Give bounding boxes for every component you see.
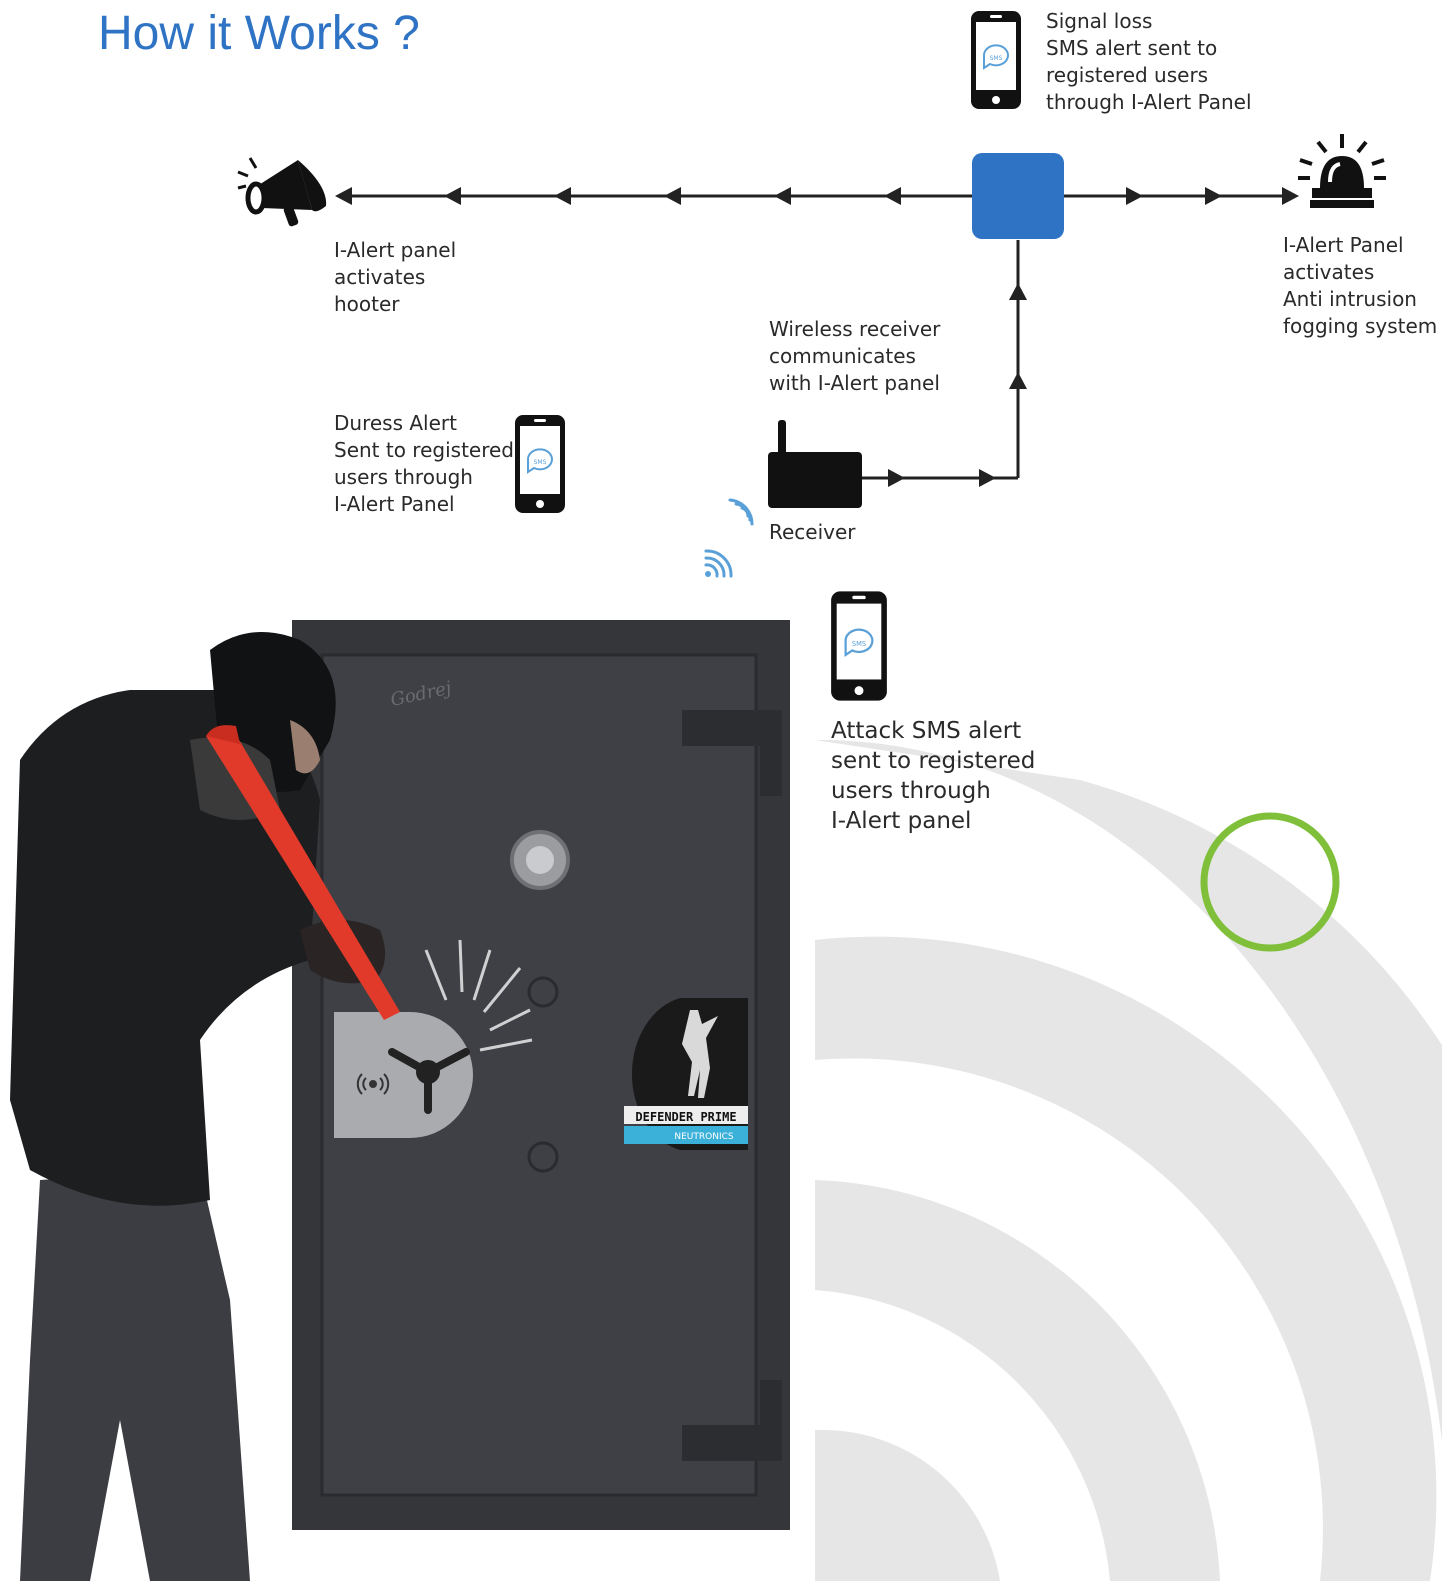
arrow-left (554, 187, 571, 205)
badge-subtitle: NEUTRONICS (674, 1132, 734, 1142)
megaphone-icon (237, 157, 327, 227)
signal-arc-1 (815, 936, 1437, 1581)
svg-text:SMS: SMS (534, 459, 547, 466)
intruder-figure (10, 632, 400, 1581)
wifi-icon (704, 549, 733, 578)
caption-fogging: I-Alert Panel activates Anti intrusion f… (1283, 233, 1438, 338)
arrow-right (1126, 187, 1143, 205)
safe-handle-plate (334, 1012, 473, 1138)
arrow-right (1282, 187, 1299, 205)
page-title: How it Works ? (98, 7, 420, 60)
arrow-left (774, 187, 791, 205)
phone-icon: SMS (515, 415, 565, 513)
warrior-figure (682, 1010, 718, 1098)
arrow-up (1009, 283, 1027, 300)
badge-title: DEFENDER PRIME (635, 1110, 736, 1124)
arrow-right (888, 469, 905, 487)
safe-keyhole (527, 976, 559, 1008)
safe-keyhole (527, 1141, 559, 1173)
sms-sent-label: SMS (990, 55, 1003, 62)
ring-icon (1200, 812, 1340, 952)
wifi-icon (728, 498, 754, 526)
caption-receiver: Receiver (769, 520, 856, 544)
arrow-up (1009, 372, 1027, 389)
arrow-left (884, 187, 901, 205)
signal-arc-3 (815, 1429, 1000, 1581)
signal-arc-2 (815, 1180, 1220, 1581)
phone-icon: SMS (971, 11, 1021, 109)
receiver-icon (768, 420, 862, 508)
caption-duress: Duress Alert Sent to registered users th… (334, 411, 514, 516)
safe-hinge (760, 710, 782, 796)
svg-text:SMS: SMS (852, 640, 866, 648)
safe-hinge (760, 1380, 782, 1460)
caption-wireless: Wireless receiver communicates with I-Al… (769, 317, 941, 395)
arrow-right (979, 469, 996, 487)
sensor-icon (356, 1073, 390, 1095)
arrow-left (335, 187, 352, 205)
i-alert-panel (972, 153, 1064, 239)
caption-hooter: I-Alert panel activates hooter (334, 238, 457, 316)
arrow-left (664, 187, 681, 205)
caption-attack: Attack SMS alert sent to registered user… (831, 718, 1036, 834)
arrow-right (1205, 187, 1222, 205)
signal-arc-outer (815, 739, 1442, 1442)
siren-icon (1298, 134, 1386, 208)
caption-signal-loss: Signal loss SMS alert sent to registered… (1046, 9, 1252, 114)
safe-badge (624, 998, 748, 1150)
arrow-left (444, 187, 461, 205)
phone-icon: SMS (831, 591, 887, 701)
impact-lines (424, 939, 533, 1052)
